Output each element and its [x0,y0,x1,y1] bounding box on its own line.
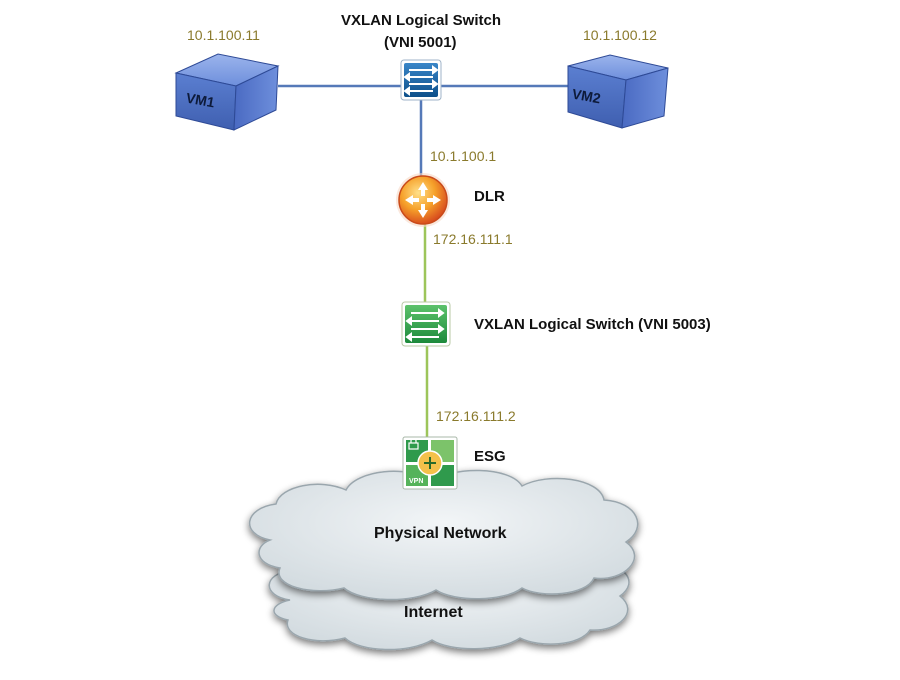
vm1-ip: 10.1.100.11 [187,27,260,43]
esg-vpn-badge: VPN [409,478,424,485]
physical-network-cloud [249,469,639,601]
internet-label: Internet [404,604,463,621]
dlr-ip-upper: 10.1.100.1 [430,148,497,164]
dlr-ip-lower: 172.16.111.1 [433,231,513,247]
dlr-label: DLR [474,188,505,205]
links [278,84,570,440]
vxlan-switch-5003-icon[interactable] [401,301,451,347]
switch1-title-line2: (VNI 5001) [384,34,457,51]
esg-edge-gateway-icon[interactable] [402,436,458,490]
switch2-label: VXLAN Logical Switch (VNI 5003) [474,316,711,333]
physical-network-label: Physical Network [374,525,507,542]
vm2-ip: 10.1.100.12 [583,27,657,43]
esg-label: ESG [474,448,506,465]
vxlan-switch-5001-icon[interactable] [400,59,442,101]
vm2-cube-icon[interactable] [567,54,669,129]
switch1-title-line1: VXLAN Logical Switch [341,12,502,29]
dlr-router-icon[interactable] [396,173,450,227]
esg-ip: 172.16.111.2 [436,408,516,424]
vm1-cube-icon[interactable] [174,53,280,131]
